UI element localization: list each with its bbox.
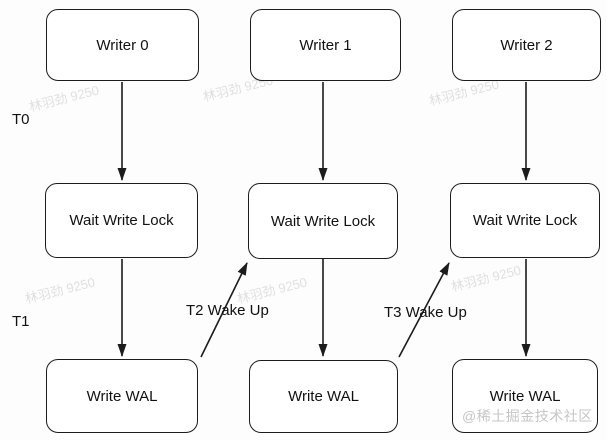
writer-1-box: Writer 1 — [250, 9, 401, 81]
wait-write-lock-0-label: Wait Write Lock — [69, 212, 174, 229]
arrow-wal0-to-wait1-wakeup — [200, 262, 248, 358]
write-wal-0-box: Write WAL — [46, 359, 198, 433]
wait-write-lock-1-label: Wait Write Lock — [270, 212, 376, 230]
wait-write-lock-2-box: Wait Write Lock — [450, 183, 600, 258]
time-label-t0: T0 — [12, 111, 30, 128]
writer-0-box: Writer 0 — [46, 9, 199, 81]
wake-label-t3: T3 Wake Up — [384, 304, 467, 321]
wait-write-lock-0-box: Wait Write Lock — [45, 183, 198, 258]
time-label-t1: T1 — [12, 313, 30, 330]
writer-1-label: Writer 1 — [299, 36, 352, 54]
writer-2-box: Writer 2 — [452, 9, 601, 81]
write-wal-1-label: Write WAL — [288, 388, 359, 405]
write-wal-2-box: Write WAL — [452, 359, 598, 433]
credit-watermark: @稀土掘金技术社区 — [462, 408, 593, 424]
write-wal-2-label: Write WAL — [489, 387, 561, 405]
wait-write-lock-1-box: Wait Write Lock — [248, 183, 398, 259]
writer-2-label: Writer 2 — [500, 36, 553, 54]
wait-write-lock-2-label: Wait Write Lock — [472, 212, 578, 229]
writer-0-label: Writer 0 — [96, 36, 149, 54]
wake-label-t2: T2 Wake Up — [186, 302, 269, 319]
arrow-wal1-to-wait2-wakeup — [398, 262, 450, 358]
write-wal-1-box: Write WAL — [249, 360, 398, 433]
write-wal-0-label: Write WAL — [86, 387, 158, 405]
